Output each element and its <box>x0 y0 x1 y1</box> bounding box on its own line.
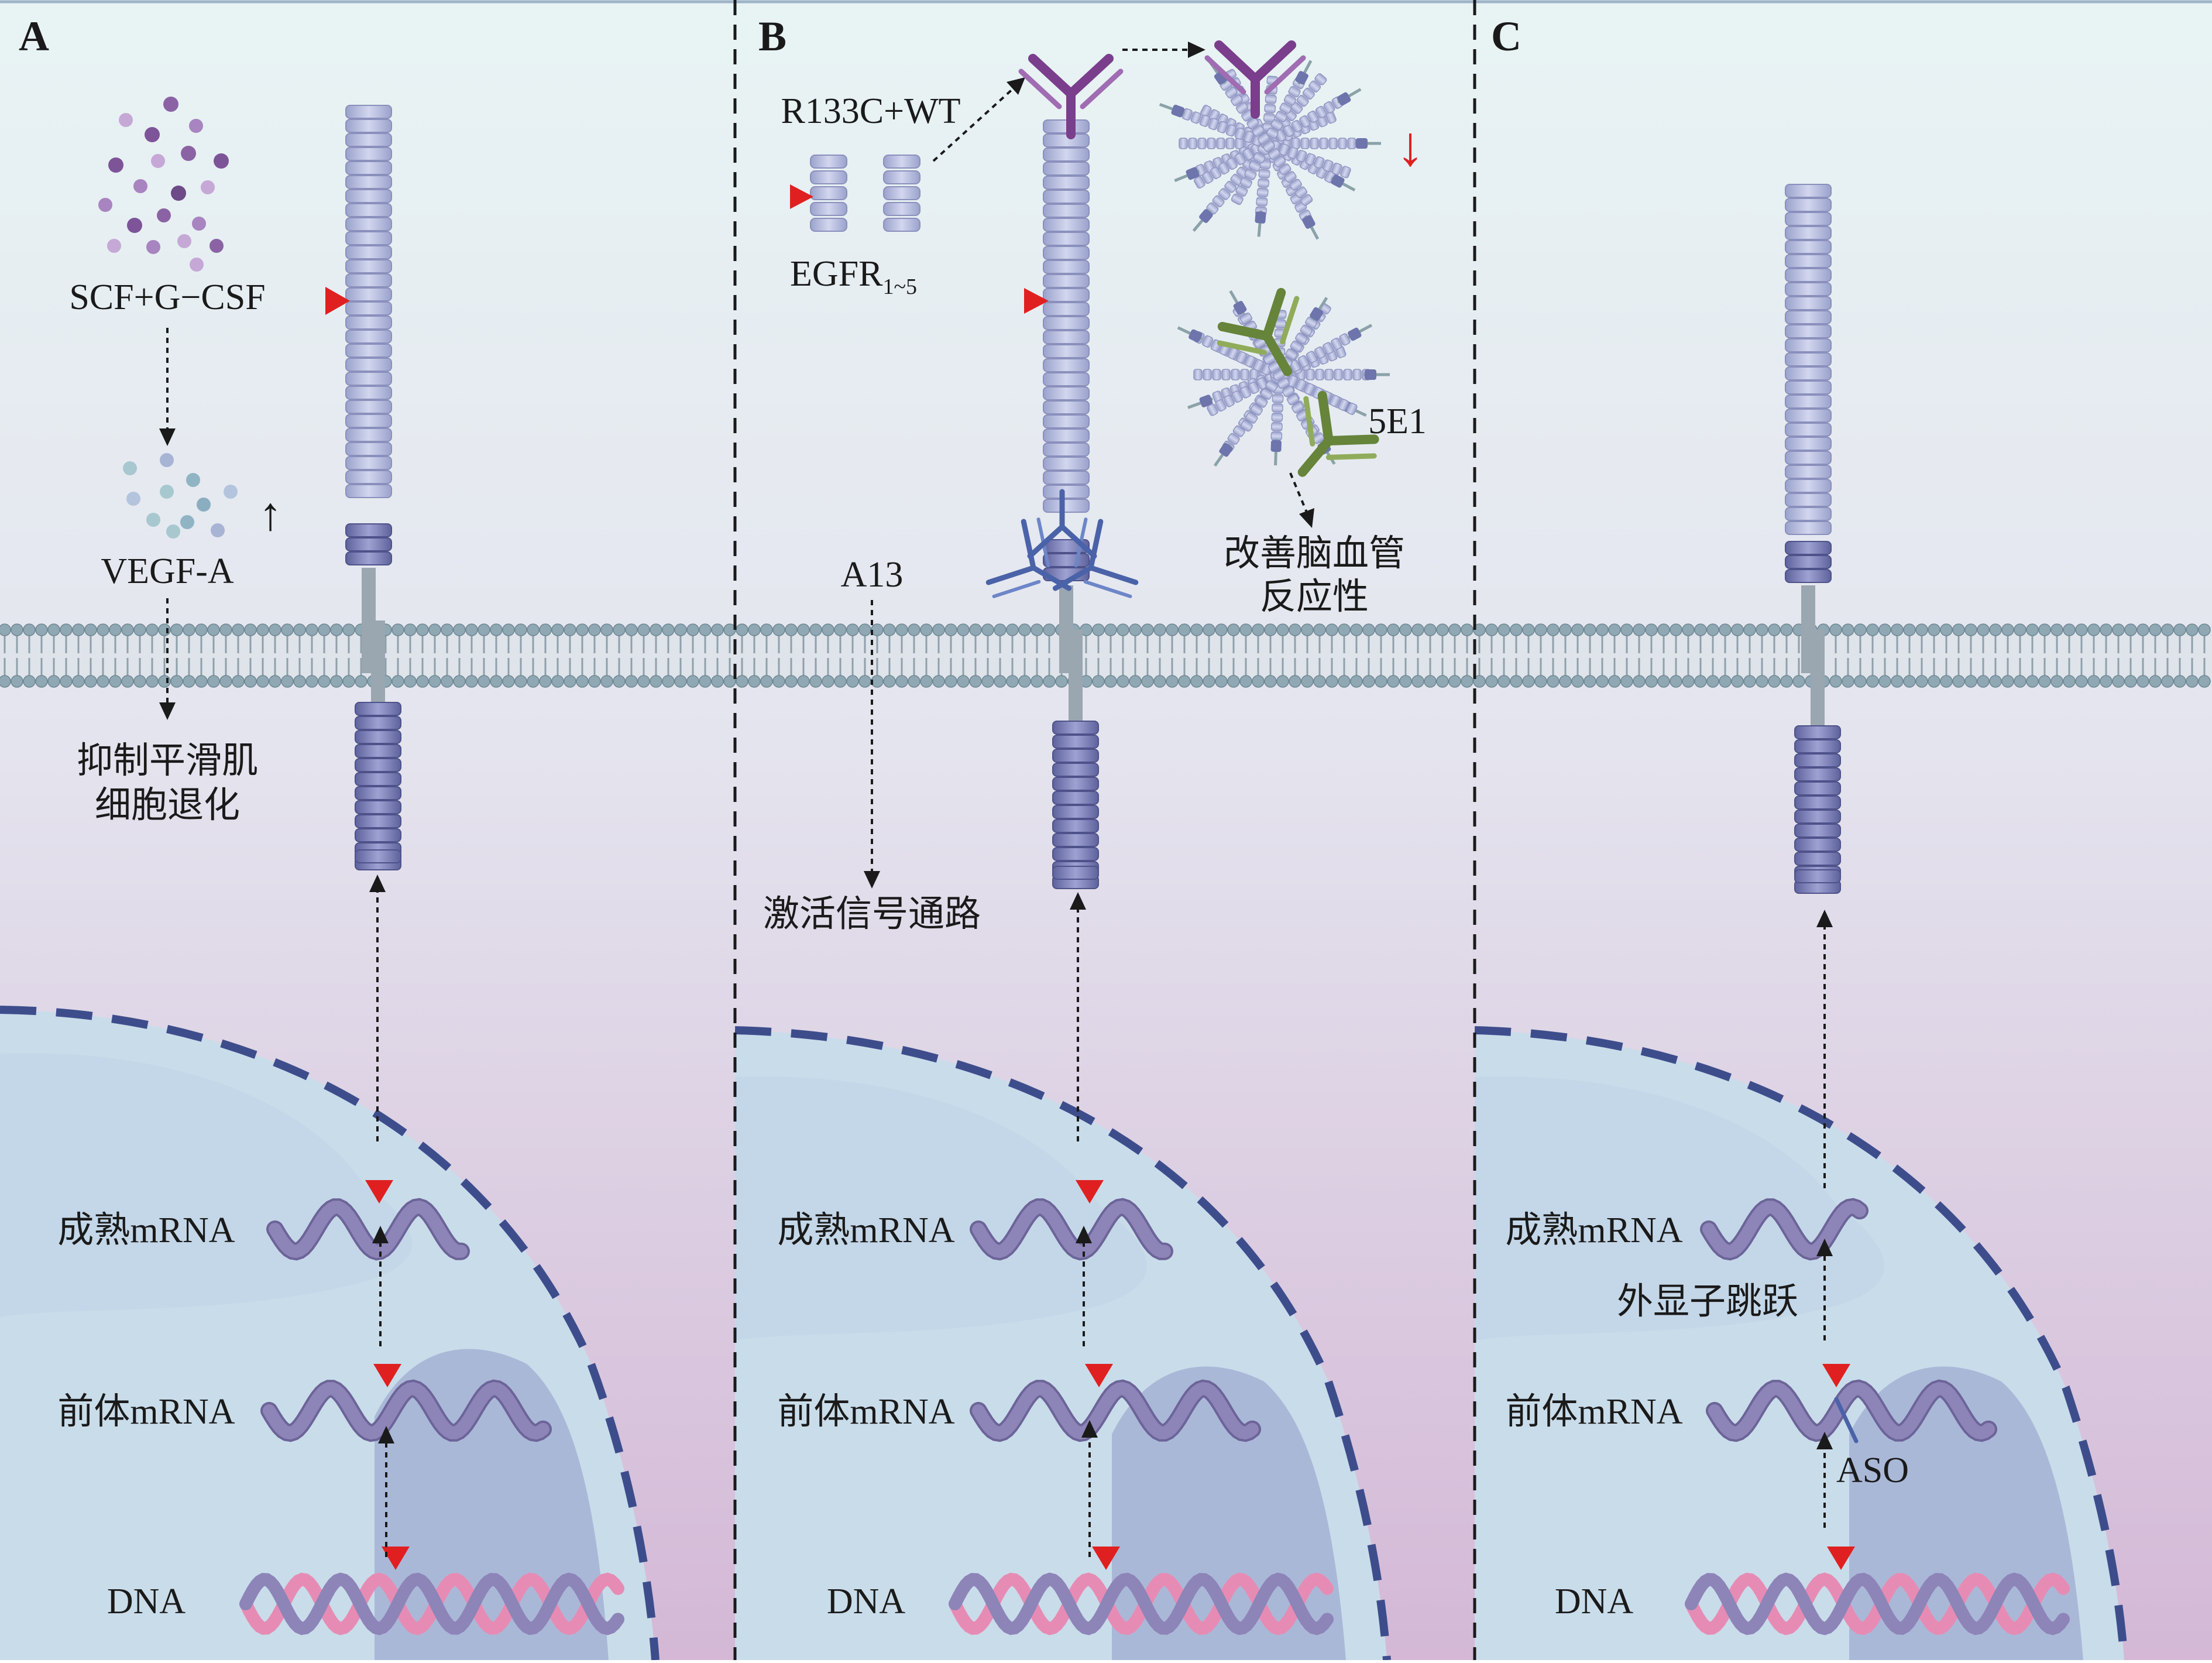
pre-mrna-label-b: 前体mRNA <box>777 1392 954 1432</box>
outcome-line2: 反应性 <box>1260 577 1369 617</box>
egfr-decoy-wildtype <box>883 155 920 232</box>
outcome-line1: 改善脑血管 <box>1224 534 1405 574</box>
vegf-increase-arrow: ↑ <box>259 489 282 540</box>
mature-mrna-label-b: 成熟mRNA <box>777 1211 954 1250</box>
panel-letter-c: C <box>1491 13 1521 60</box>
nucleic-acids <box>239 1180 2070 1635</box>
antibody-green-1 <box>1217 287 1300 376</box>
mutation-marker-receptor-b <box>1024 288 1049 314</box>
a13-label: A13 <box>841 555 904 595</box>
antibody-blue-left <box>985 517 1072 598</box>
mutation-marker-receptor-a <box>325 287 350 315</box>
pre-mrna-label-c: 前体mRNA <box>1505 1392 1682 1432</box>
mature-mrna-label-a: 成熟mRNA <box>57 1211 235 1250</box>
antibody-blue-center <box>1027 489 1097 559</box>
mutation-marker-decoy <box>790 184 813 209</box>
smc-effect-line2: 细胞退化 <box>95 786 240 825</box>
pathway-label: 激活信号通路 <box>763 894 981 934</box>
antibody-5e1-label: 5E1 <box>1368 402 1427 441</box>
pre-mrna-label-a: 前体mRNA <box>57 1392 235 1432</box>
notch3-aggregate-top <box>1159 60 1381 240</box>
dna-label-c: DNA <box>1555 1582 1634 1621</box>
dna-label-b: DNA <box>827 1582 906 1621</box>
panel-letter-a: A <box>19 13 49 60</box>
cell-membrane <box>0 623 2212 688</box>
scf-gcsf-particles <box>98 97 229 272</box>
panel-letter-b: B <box>758 13 786 60</box>
antibody-purple-bound <box>1204 40 1306 119</box>
egfr-decoy-mutant <box>790 155 847 232</box>
notch3-receptors <box>345 105 1841 894</box>
smc-effect-line1: 抑制平滑肌 <box>77 741 258 781</box>
aggregate-decrease-arrow: ↓ <box>1396 115 1424 177</box>
egfr-decoy-label: EGFR1~5 <box>790 254 917 299</box>
antibody-purple-free <box>1018 54 1124 139</box>
vegf-a-particles <box>123 453 238 539</box>
dna-label-a: DNA <box>107 1582 186 1621</box>
r133c-wt-label: R133C+WT <box>781 91 960 131</box>
aso-strand <box>1834 1397 1859 1443</box>
antibody-blue-right <box>1052 517 1139 598</box>
antibody-green-2 <box>1297 390 1379 477</box>
aso-label: ASO <box>1836 1451 1909 1490</box>
mature-mrna-label-c: 成熟mRNA <box>1505 1211 1682 1250</box>
vegf-a-label: VEGF-A <box>101 551 234 591</box>
scf-gcsf-label: SCF+G−CSF <box>69 277 265 317</box>
notch3-aggregate-bottom <box>1177 290 1390 467</box>
exon-skip-label: 外显子跳跃 <box>1617 1282 1798 1322</box>
